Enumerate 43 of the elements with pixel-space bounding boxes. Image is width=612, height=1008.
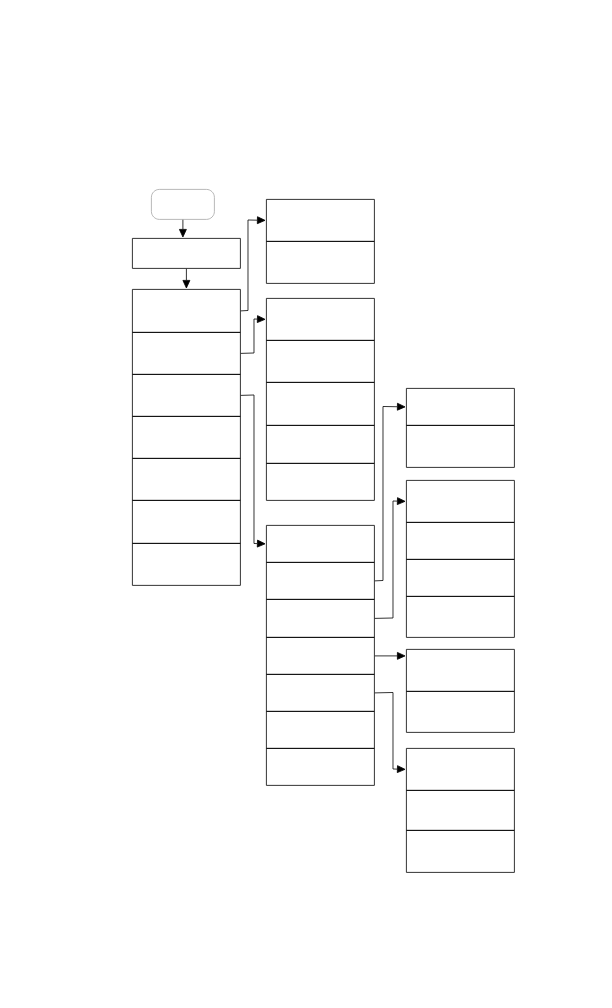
menu-cell: [132, 500, 241, 544]
menu-cell: [266, 637, 375, 675]
menu-cell: [266, 382, 375, 426]
menu-cell: [266, 674, 375, 712]
arrow: [179, 219, 187, 238]
arrow: [182, 268, 191, 289]
menu-cell: [132, 238, 241, 269]
menu-cell: [266, 425, 375, 464]
menu-cell: [266, 711, 375, 749]
menu-cell: [266, 748, 375, 786]
menu-cell: [406, 748, 515, 791]
arrow: [374, 497, 406, 619]
menu-cell: [266, 562, 375, 600]
menu-cell: [266, 340, 375, 383]
start-terminal: [151, 189, 215, 220]
menu-cell: [406, 596, 515, 638]
menu-cell: [406, 388, 515, 426]
menu-cell: [132, 416, 241, 459]
menu-cell: [266, 298, 375, 341]
arrow: [240, 216, 266, 312]
menu-cell: [132, 543, 241, 586]
menu-cell: [266, 599, 375, 638]
menu-cell: [266, 199, 375, 242]
menu-cell: [406, 425, 515, 468]
arrow: [240, 394, 266, 548]
menu-cell: [406, 830, 515, 873]
menu-cell: [132, 332, 241, 375]
menu-cell: [132, 458, 241, 501]
menu-cell: [406, 790, 515, 831]
menu-cell: [266, 241, 375, 284]
menu-cell: [266, 463, 375, 501]
menu-cell: [406, 522, 515, 560]
arrow: [374, 692, 406, 773]
menu-cell: [406, 691, 515, 733]
arrow: [374, 652, 406, 660]
arrow: [374, 402, 406, 582]
menu-cell: [132, 289, 241, 333]
menu-cell: [406, 480, 515, 523]
menu-cell: [266, 525, 375, 563]
menu-cell: [406, 559, 515, 597]
menu-cell: [132, 374, 241, 417]
arrow: [240, 315, 266, 354]
menu-cell: [406, 649, 515, 692]
